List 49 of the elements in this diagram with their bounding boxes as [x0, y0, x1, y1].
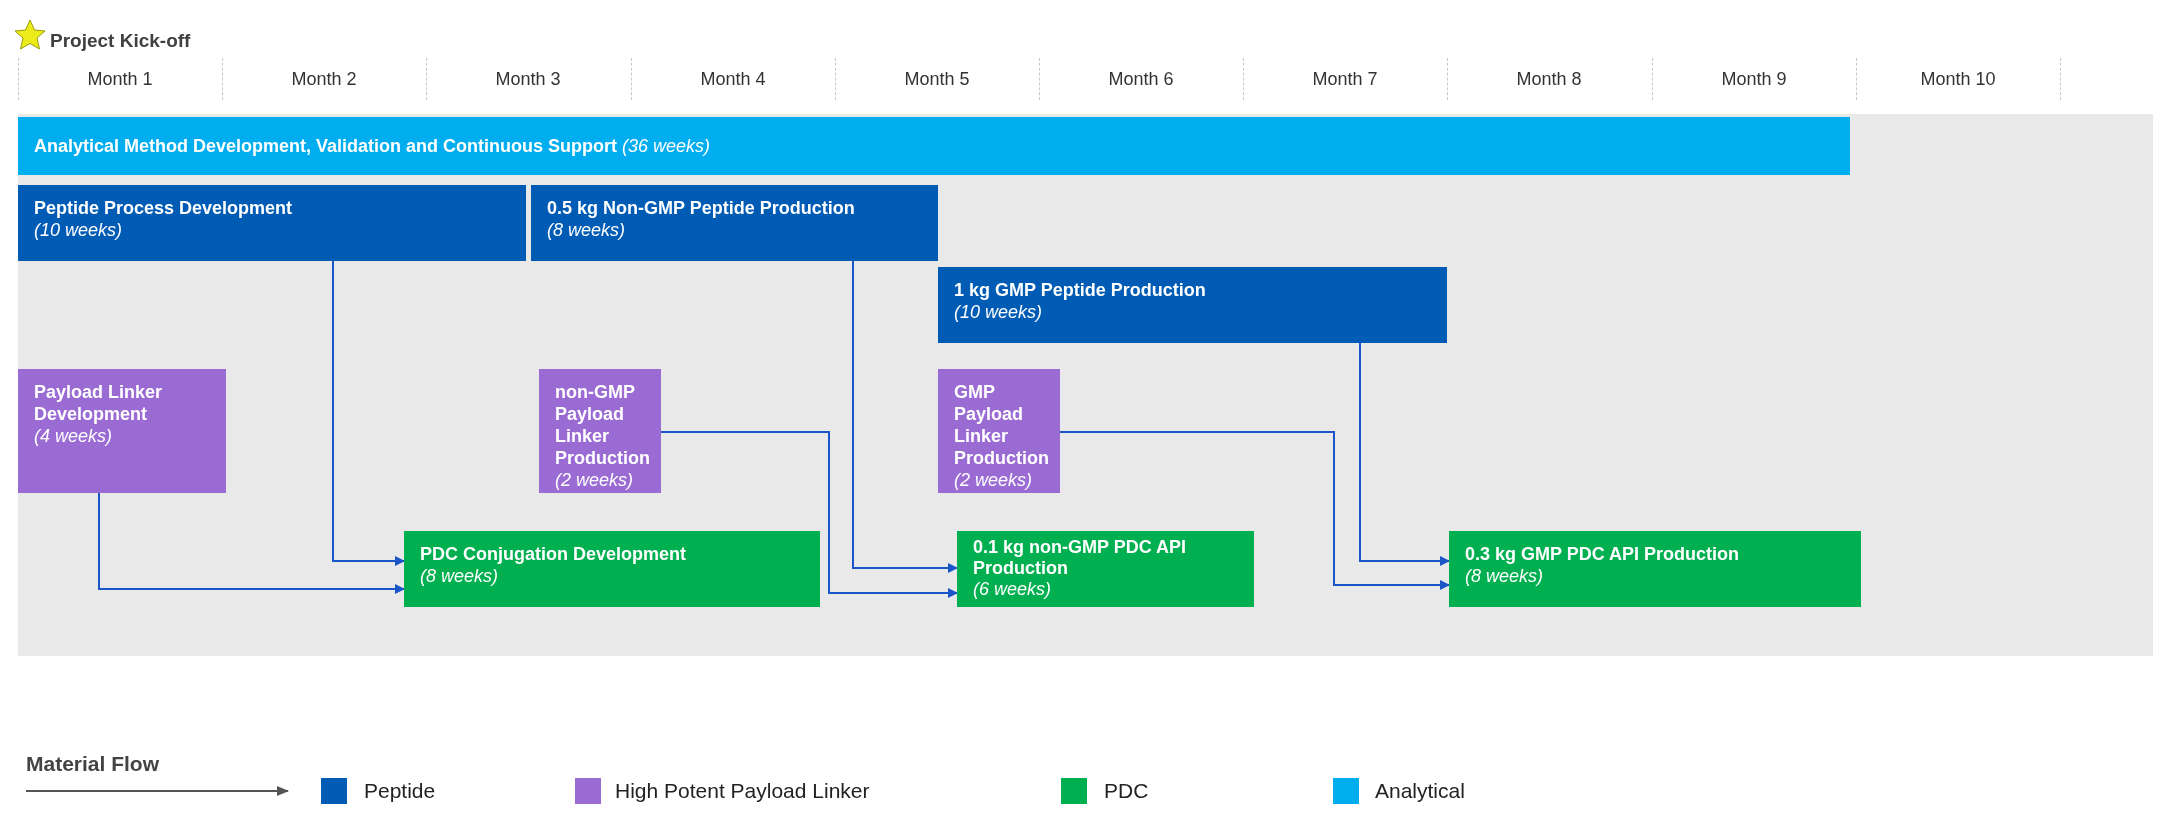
task-duration: (8 weeks)	[420, 565, 500, 587]
task-bar	[18, 117, 1850, 175]
month-header: Month 9	[1720, 68, 1788, 91]
task-bar	[404, 531, 820, 607]
month-header: Month 1	[86, 68, 154, 91]
month-header: Month 7	[1311, 68, 1379, 91]
task-bar	[539, 369, 661, 493]
task-bar	[957, 531, 1254, 607]
arrow	[660, 431, 958, 598]
task-name: Peptide Process Development	[34, 197, 294, 219]
task-bar	[18, 185, 526, 261]
legend-label: High Potent Payload Linker	[615, 779, 870, 803]
task-bar	[938, 369, 1060, 493]
legend-label: Analytical	[1375, 779, 1465, 803]
task-duration: (4 weeks)	[34, 425, 114, 447]
task-name: PDC Conjugation Development	[420, 543, 687, 565]
task-duration: (10 weeks)	[34, 219, 124, 241]
arrow	[852, 260, 958, 573]
month-header: Month 3	[494, 68, 562, 91]
task-duration: (8 weeks)	[547, 219, 627, 241]
task-name: Payload Linker Development	[34, 381, 164, 425]
legend-label: Peptide	[364, 779, 436, 803]
month-header: Month 4	[699, 68, 767, 91]
task-duration: (8 weeks)	[1465, 565, 1545, 587]
task-bar	[1449, 531, 1861, 607]
task-name: 0.3 kg GMP PDC API Production	[1465, 543, 1741, 565]
month-header: Month 8	[1515, 68, 1583, 91]
task-bar	[531, 185, 938, 261]
task-name: Analytical Method Development, Validation and Continuous Support (36 weeks)	[34, 136, 711, 156]
arrow	[1059, 431, 1450, 590]
arrow	[332, 260, 405, 566]
month-header: Month 2	[290, 68, 358, 91]
task-name: 0.5 kg Non-GMP Peptide Production	[547, 197, 856, 219]
task-name: 1 kg GMP Peptide Production	[954, 279, 1207, 301]
task-name: 0.1 kg non-GMP PDC API Production	[973, 537, 1188, 579]
arrow	[98, 492, 405, 594]
task-duration: (2 weeks)	[555, 469, 635, 491]
month-header: Month 10	[1919, 68, 1997, 91]
month-header: Month 6	[1107, 68, 1175, 91]
task-duration: (2 weeks)	[954, 469, 1034, 491]
task-duration: (6 weeks)	[973, 579, 1053, 600]
task-bar	[938, 267, 1447, 343]
task-bar	[18, 369, 226, 493]
milestone-label: Project Kick-off	[50, 30, 191, 52]
task-duration: (10 weeks)	[954, 301, 1044, 323]
arrow	[1359, 342, 1450, 566]
month-header: Month 5	[903, 68, 971, 91]
legend-label: PDC	[1104, 779, 1149, 803]
legend-label: Material Flow	[26, 752, 160, 776]
